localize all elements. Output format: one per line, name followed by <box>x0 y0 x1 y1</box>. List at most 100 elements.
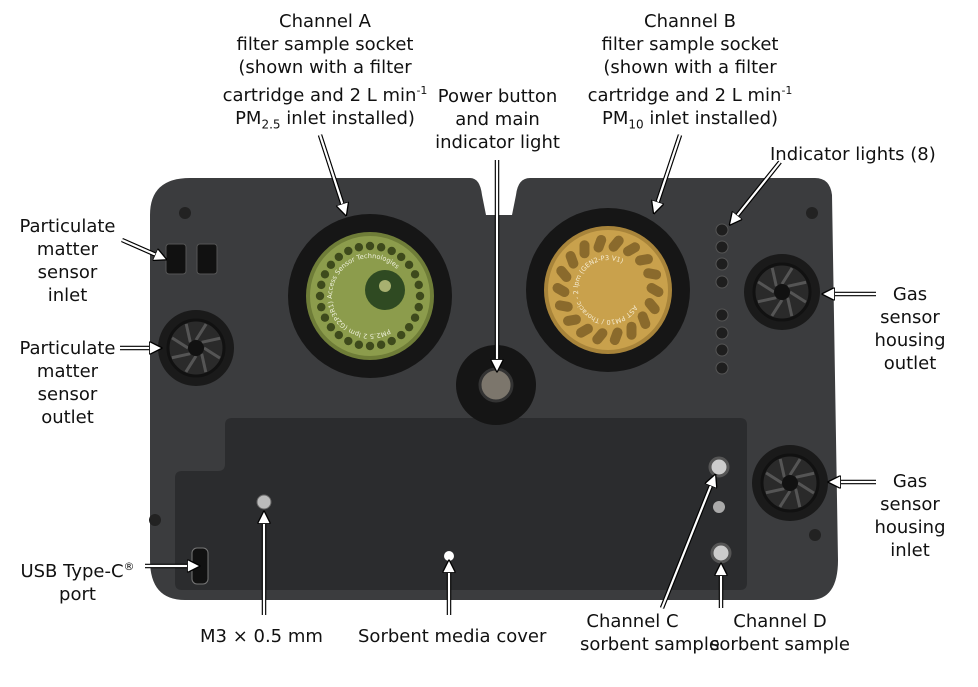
cover-center-dot <box>444 551 454 561</box>
vent-vane <box>780 267 794 285</box>
indicator-light <box>715 257 729 271</box>
cartridge-a-hole <box>376 243 386 252</box>
cartridge-a-hole <box>396 252 406 262</box>
vent-vane <box>765 487 785 495</box>
vent-vane <box>797 481 815 495</box>
cartridge-b-slot <box>637 311 651 329</box>
cartridge-a-hole <box>326 322 336 332</box>
mount-hole <box>806 207 818 219</box>
vent-vane <box>203 346 221 360</box>
vent-vane <box>794 488 802 508</box>
label-usb-port: USB Type-C®port <box>20 560 135 605</box>
cartridge-a-hole <box>354 243 364 252</box>
vent-vane <box>765 471 783 485</box>
cartridge-b-slot <box>579 240 590 259</box>
label-sorbent-cover: Sorbent media cover <box>358 626 547 647</box>
indicator-light <box>715 240 729 254</box>
cartridge-b-slot <box>593 234 607 253</box>
indicator-light <box>715 343 729 357</box>
cartridge-b-slot <box>554 300 573 312</box>
cartridge-a-hole <box>414 280 423 290</box>
cartridge-a-hole <box>315 291 325 301</box>
vent-vane <box>757 280 775 294</box>
cartridge-a-hole <box>354 340 364 349</box>
cartridge-b-slot <box>563 314 581 326</box>
cartridge-b-slot <box>565 251 579 269</box>
cartridge-a-hole <box>387 336 396 346</box>
cartridge-a-hole <box>326 260 336 270</box>
cartridge-b-slot <box>576 323 593 338</box>
cartridge-b-slot <box>643 268 662 280</box>
cartridge-a-hole <box>410 313 420 322</box>
cartridge-a-hole <box>404 322 414 332</box>
vent-hub <box>774 284 790 300</box>
cartridge-a-hole <box>404 260 414 270</box>
cartridge-a-hole <box>344 336 353 346</box>
vent-vane <box>200 353 208 373</box>
cartridge-b-slot <box>552 283 570 297</box>
vent-vane <box>778 458 786 478</box>
callout-arrow <box>655 134 682 210</box>
cartridge-a-hole <box>334 252 344 262</box>
vent-vane <box>757 296 777 304</box>
vent-vane <box>778 490 792 508</box>
cartridge-b-slot <box>646 283 664 297</box>
screw <box>713 501 725 513</box>
vent-vane <box>194 323 208 341</box>
callout-arrow <box>121 238 163 258</box>
cartridge-b-slot <box>623 242 640 257</box>
pm-inlet-slot <box>196 243 218 275</box>
vent-vane <box>201 336 221 344</box>
cartridge-a-hole <box>365 341 375 351</box>
cartridge-b-slot <box>608 235 624 252</box>
cartridge-a-hole <box>317 280 326 290</box>
cartridge-a-hole <box>320 313 330 322</box>
callout-arrow <box>732 161 781 222</box>
cartridge-a-hole <box>415 291 425 301</box>
mount-hole <box>809 529 821 541</box>
channel-c-port <box>708 456 730 478</box>
vent-vane <box>770 299 784 317</box>
vent-vane <box>788 458 802 476</box>
cartridge-a-hole <box>320 270 330 279</box>
cartridge-a-hole <box>365 241 375 251</box>
vent-vane <box>184 355 198 373</box>
cartridge-a-hole <box>344 246 353 256</box>
cartridge-a-hole <box>396 330 406 340</box>
cartridge-a-dot <box>379 280 391 292</box>
vent-vane <box>770 267 778 287</box>
cartridge-b-slot <box>644 298 660 315</box>
main-indicator-light <box>478 367 514 403</box>
indicator-light <box>715 275 729 289</box>
cartridge-a-hole <box>410 270 420 279</box>
vent-vane <box>171 336 189 350</box>
label-m3-screw: M3 × 0.5 mm <box>200 626 323 647</box>
vent-vane <box>789 290 807 304</box>
cartridge-a-hole <box>334 330 344 340</box>
cartridge-b-slot <box>556 265 572 282</box>
cartridge-b-slot <box>626 321 637 340</box>
m3-screw <box>256 494 272 510</box>
cartridge-a-hole <box>414 302 423 312</box>
cartridge-a-hole <box>317 302 326 312</box>
pm-inlet-slot <box>165 243 187 275</box>
callout-arrow <box>660 478 714 609</box>
cartridge-a-hole <box>376 340 386 349</box>
cartridge-a-hole <box>387 246 396 256</box>
callout-arrow <box>318 134 345 212</box>
cartridge-b-slot <box>609 327 623 346</box>
vent-vane <box>786 297 794 317</box>
vent-vane <box>184 323 192 343</box>
indicator-light <box>715 223 729 237</box>
